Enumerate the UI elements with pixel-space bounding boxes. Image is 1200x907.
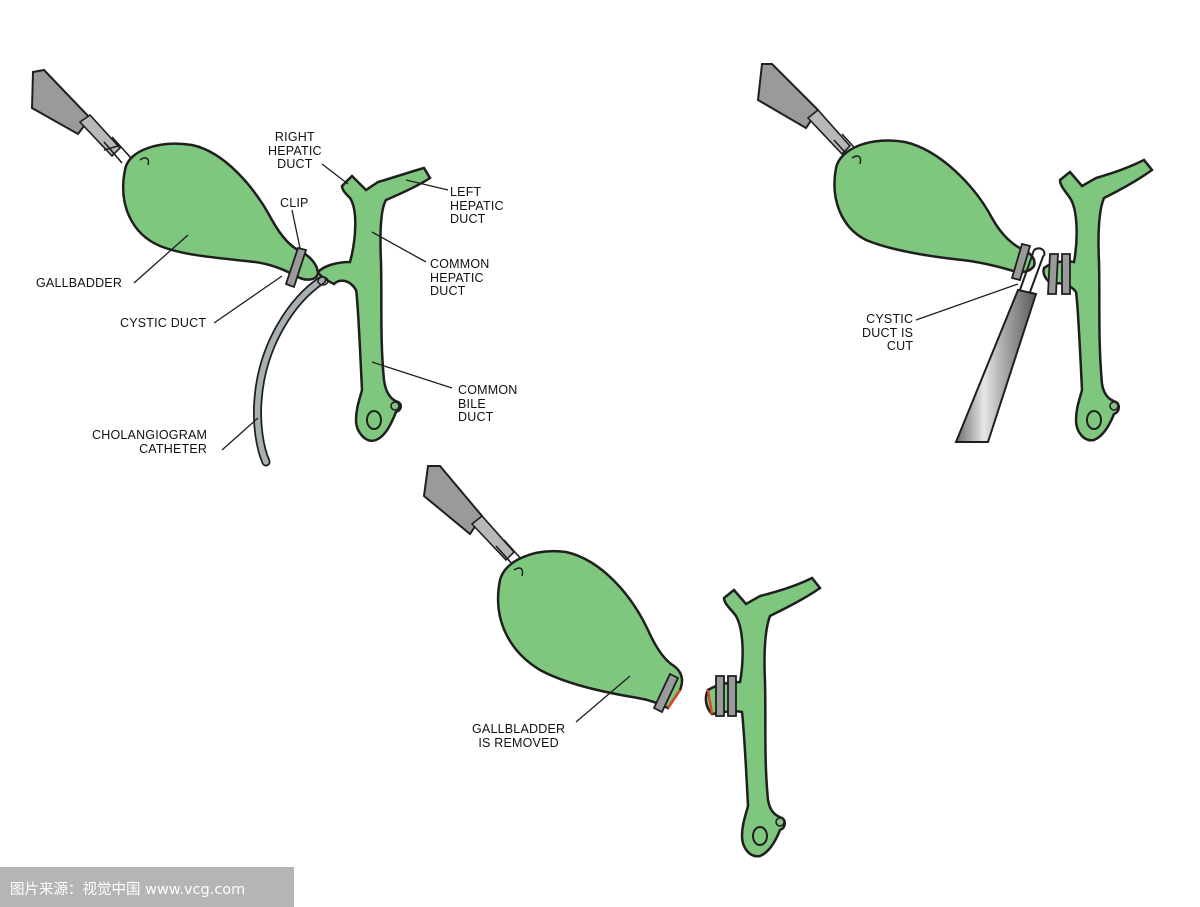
bile-duct-system [316, 166, 432, 443]
leader-line [915, 283, 1019, 321]
label-right-hepatic-duct: RIGHT HEPATIC DUCT [268, 130, 322, 171]
watermark-text: 图片来源：视觉中国 www.vcg.com [10, 882, 246, 898]
label-common-hepatic-duct: COMMON HEPATIC DUCT [430, 257, 490, 298]
grasper-instrument [30, 68, 132, 164]
panel-bottom [422, 465, 822, 858]
label-left-hepatic-duct: LEFT HEPATIC DUCT [450, 185, 504, 226]
clip [1047, 253, 1059, 295]
label-gallbladder-is-removed: GALLBLADDER IS REMOVED [472, 722, 566, 750]
watermark-banner: 图片来源：视觉中国 www.vcg.com [0, 867, 294, 907]
panel-top-left [30, 68, 453, 467]
clip [1010, 242, 1032, 282]
clip [652, 672, 680, 714]
clip [727, 675, 737, 717]
clip [284, 246, 308, 289]
label-cystic-duct: CYSTIC DUCT [120, 316, 207, 330]
bile-duct-system [704, 576, 822, 858]
gallbladder [833, 139, 1036, 274]
bile-duct-system [1042, 158, 1154, 442]
cut-edge [666, 689, 682, 709]
cholangiogram-catheter [253, 275, 327, 467]
scissors-instrument [954, 247, 1046, 443]
clip [715, 675, 725, 717]
leader-lines [133, 163, 453, 451]
label-gallbladder: GALLBADDER [36, 276, 123, 290]
label-cholangiogram-catheter: CHOLANGIOGRAM CATHETER [92, 428, 208, 456]
label-common-bile-duct: COMMON BILE DUCT [458, 383, 518, 424]
grasper-instrument [756, 63, 862, 161]
clip [1061, 253, 1071, 295]
removed-gallbladder [496, 550, 684, 710]
cut-edge [706, 689, 714, 715]
label-cystic-duct-is-cut: CYSTIC DUCT IS CUT [862, 312, 914, 353]
grasper-instrument [422, 465, 524, 567]
panel-top-right [756, 63, 1154, 443]
leader-line [575, 675, 631, 723]
label-clip: CLIP [280, 196, 309, 210]
